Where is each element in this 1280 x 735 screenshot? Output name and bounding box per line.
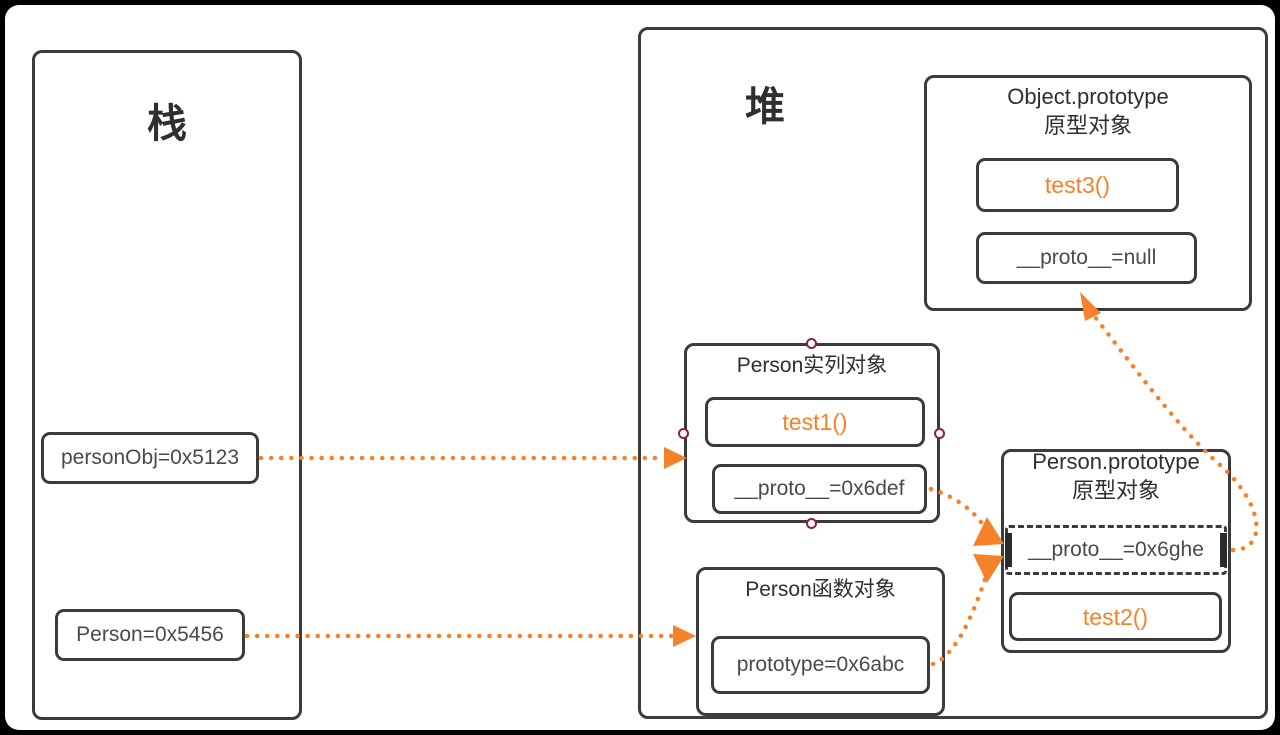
person-prototype-slot-test2-label: test2() (1082, 603, 1149, 630)
person-prototype-title-line1: Person.prototype (1032, 449, 1200, 474)
object-prototype-slot-proto-null-label: __proto__=null (1016, 246, 1157, 269)
object-prototype-title-line1: Object.prototype (1007, 84, 1169, 109)
diagram-canvas: 栈 personObj=0x5123 Person=0x5456 堆 Objec… (5, 5, 1275, 730)
person-function-slot-prototype-label: prototype=0x6abc (736, 653, 905, 676)
selection-handle-top[interactable] (806, 338, 817, 349)
object-prototype-slot-test3[interactable]: test3() (976, 158, 1179, 212)
connector-person-to-function (244, 625, 696, 647)
object-prototype-slot-test3-label: test3() (1044, 172, 1111, 198)
object-prototype-slot-proto-null[interactable]: __proto__=null (976, 232, 1197, 284)
person-instance-slot-proto-label: __proto__=0x6def (734, 477, 905, 500)
person-prototype-slot-test2[interactable]: test2() (1009, 592, 1222, 641)
connector-personObj-to-instance (258, 447, 687, 469)
object-prototype-title-line2: 原型对象 (1043, 113, 1132, 138)
dashed-slot-edge-right (1220, 533, 1227, 567)
heap-title: 堆 (745, 85, 785, 129)
person-function-slot-prototype[interactable]: prototype=0x6abc (711, 636, 930, 694)
person-prototype-title-line2: 原型对象 (1071, 478, 1160, 503)
person-prototype-slot-proto-label: __proto__=0x6ghe (1028, 538, 1204, 561)
person-instance-title: Person实列对象 (736, 354, 888, 377)
selection-handle-bottom[interactable] (806, 518, 817, 529)
stack-title: 栈 (147, 102, 187, 146)
person-instance-slot-proto[interactable]: __proto__=0x6def (712, 464, 927, 514)
selection-handle-left[interactable] (678, 428, 689, 439)
stack-slot-personObj[interactable]: personObj=0x5123 (41, 432, 259, 484)
selection-handle-right[interactable] (934, 428, 945, 439)
stack-slot-person-label: Person=0x5456 (76, 623, 224, 646)
dashed-slot-edge-left (1005, 533, 1012, 567)
person-prototype-slot-proto[interactable]: __proto__=0x6ghe (1005, 525, 1227, 575)
stack-slot-person[interactable]: Person=0x5456 (55, 609, 245, 661)
person-function-title: Person函数对象 (745, 578, 896, 601)
person-instance-slot-test1[interactable]: test1() (705, 397, 925, 447)
person-instance-slot-test1-label: test1() (782, 409, 848, 435)
stack-slot-personObj-label: personObj=0x5123 (60, 446, 240, 469)
stack-region[interactable] (32, 50, 302, 720)
